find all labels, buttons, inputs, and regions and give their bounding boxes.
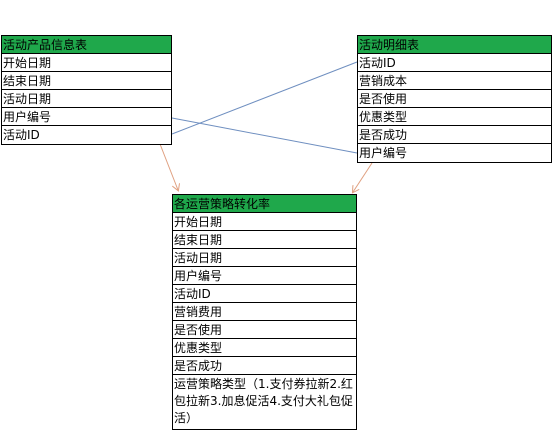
field-is-used: 是否使用 xyxy=(173,321,356,339)
field-is-success: 是否成功 xyxy=(358,126,551,144)
field-marketing-cost: 营销成本 xyxy=(358,72,551,90)
field-activity-id: 活动ID xyxy=(358,54,551,72)
field-marketing-expense: 营销费用 xyxy=(173,303,356,321)
field-start-date: 开始日期 xyxy=(2,54,171,72)
table-activity-detail: 活动明细表 活动ID 营销成本 是否使用 优惠类型 是否成功 用户编号 xyxy=(357,35,552,163)
field-user-id: 用户编号 xyxy=(2,108,171,126)
field-strategy-type: 运营策略类型（1.支付券拉新2.红包拉新3.加息促活4.支付大礼包促活） xyxy=(174,377,353,425)
field-activity-id: 活动ID xyxy=(173,285,356,303)
field-activity-date: 活动日期 xyxy=(173,249,356,267)
join-line-activity-id xyxy=(171,61,358,135)
table-product-info: 活动产品信息表 开始日期 结束日期 活动日期 用户编号 活动ID xyxy=(1,35,172,145)
field-end-date: 结束日期 xyxy=(173,231,356,249)
field-discount-type: 优惠类型 xyxy=(173,339,356,357)
join-line-user-id xyxy=(171,117,358,154)
field-activity-id: 活动ID xyxy=(3,128,40,142)
field-is-used: 是否使用 xyxy=(358,90,551,108)
field-is-success: 是否成功 xyxy=(173,357,356,375)
table-activity-detail-title: 活动明细表 xyxy=(358,36,551,54)
arrow-product-to-conversion xyxy=(159,143,178,190)
field-discount-type: 优惠类型 xyxy=(358,108,551,126)
table-conversion: 各运营策略转化率 开始日期 结束日期 活动日期 用户编号 活动ID 营销费用 是… xyxy=(172,194,357,430)
table-product-info-title: 活动产品信息表 xyxy=(2,36,171,54)
field-user-id: 用户编号 xyxy=(359,146,408,160)
field-user-id: 用户编号 xyxy=(173,267,356,285)
field-activity-date: 活动日期 xyxy=(2,90,171,108)
arrow-detail-to-conversion xyxy=(353,162,373,192)
table-conversion-title: 各运营策略转化率 xyxy=(173,195,356,213)
field-start-date: 开始日期 xyxy=(173,213,356,231)
field-end-date: 结束日期 xyxy=(2,72,171,90)
